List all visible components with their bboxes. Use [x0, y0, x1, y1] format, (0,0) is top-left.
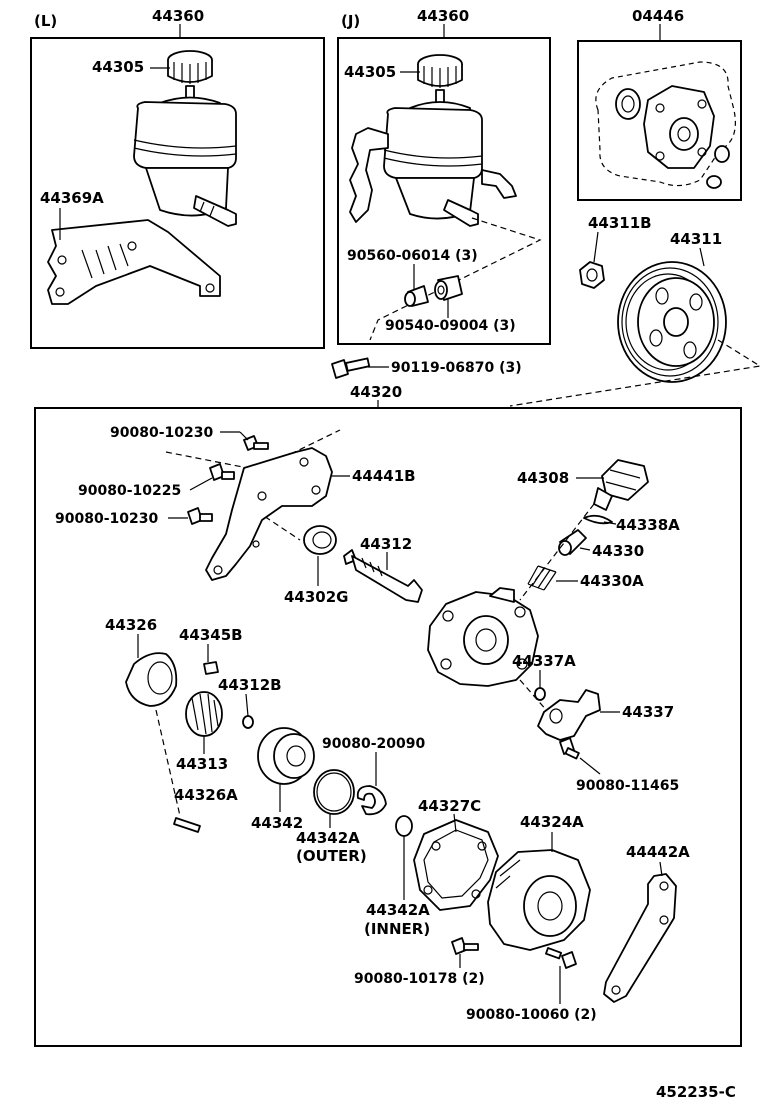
frame-pump-assembly	[34, 407, 742, 1047]
gasket-kit	[595, 61, 736, 189]
label-44338a: 44338A	[616, 516, 680, 534]
label-10178: 90080-10178 (2)	[354, 971, 485, 987]
bolt-10060	[545, 947, 577, 969]
leader-44311b	[593, 231, 599, 263]
reference-code: 452235-C	[656, 1083, 736, 1101]
oring-44338a	[583, 514, 613, 525]
label-10225: 90080-10225	[78, 483, 181, 499]
label-44345b: 44345B	[179, 626, 243, 644]
bolt-10225	[209, 463, 235, 481]
label-44313: 44313	[176, 755, 228, 773]
label-10230a: 90080-10230	[110, 425, 213, 441]
bolt-11465	[559, 737, 580, 760]
vane-44345b	[203, 661, 219, 675]
label-44337a: 44337A	[512, 652, 576, 670]
bolt-10178	[451, 937, 479, 955]
label-cap-j: 44305	[344, 63, 396, 81]
bolt-10230a	[243, 435, 269, 451]
reservoir-l	[133, 50, 237, 227]
oring-outer-inner-edge	[316, 772, 352, 812]
label-11465: 90080-11465	[576, 778, 679, 794]
plate-44342	[257, 727, 315, 785]
label-90540: 90540-09004 (3)	[385, 318, 516, 334]
label-44330a: 44330A	[580, 572, 644, 590]
label-44308: 44308	[517, 469, 569, 487]
dash-fitting	[519, 679, 549, 713]
valve-44330	[558, 529, 587, 556]
snapring-44312b	[242, 715, 254, 729]
label-assy-l: 44360	[152, 7, 204, 25]
union-44308	[593, 459, 649, 511]
label-44342a-outer: 44342A	[296, 829, 360, 847]
label-44330: 44330	[592, 542, 644, 560]
gasket-44327c	[413, 819, 499, 911]
label-44441b: 44441B	[352, 467, 416, 485]
label-pump-assy: 44320	[350, 383, 402, 401]
rotor-44313	[185, 691, 223, 737]
label-outer: (OUTER)	[296, 847, 367, 865]
label-bracket: 44369A	[40, 189, 104, 207]
bracket-l	[47, 219, 221, 305]
ring-44326	[125, 652, 178, 707]
label-44324a: 44324A	[520, 813, 584, 831]
snapring-20090	[356, 785, 387, 816]
label-44327c: 44327C	[418, 797, 481, 815]
frame-variant-l	[30, 37, 325, 349]
nut-44311b	[579, 261, 605, 289]
label-20090: 90080-20090	[322, 736, 425, 752]
fitting-44337	[537, 689, 601, 741]
leader-44330	[579, 547, 591, 551]
leader-44327c	[453, 813, 457, 833]
label-10060: 90080-10060 (2)	[466, 1007, 597, 1023]
variant-j-label: (J)	[341, 12, 360, 30]
variant-l-label: (L)	[34, 12, 57, 30]
label-44312b: 44312B	[218, 676, 282, 694]
pump-body	[427, 587, 539, 687]
grommet-90540	[434, 275, 463, 301]
bracket-44441b	[205, 447, 333, 581]
label-44326: 44326	[105, 616, 157, 634]
cover-44324a	[487, 849, 591, 951]
bolt-90119	[331, 357, 371, 379]
label-44337: 44337	[622, 703, 674, 721]
pin-44326a	[173, 817, 201, 833]
shaft-44312	[343, 549, 423, 603]
dash-pin	[155, 709, 181, 817]
leader-10230a-b	[239, 431, 249, 441]
label-10230b: 90080-10230	[55, 511, 158, 527]
label-44311b: 44311B	[588, 214, 652, 232]
leader-44312b	[245, 693, 249, 717]
label-44342: 44342	[251, 814, 303, 832]
leader-44442a	[659, 861, 663, 877]
leader-11465	[579, 757, 601, 775]
leader-10225	[189, 477, 213, 491]
dash-valve	[519, 503, 595, 601]
label-90560: 90560-06014 (3)	[347, 248, 478, 264]
spring-44330a	[527, 565, 557, 591]
grommet-90560	[404, 285, 429, 307]
oring-outer	[313, 769, 355, 815]
label-inner: (INNER)	[364, 920, 430, 938]
label-44311: 44311	[670, 230, 722, 248]
label-cap-l: 44305	[92, 58, 144, 76]
pulley-44311	[617, 261, 727, 383]
reservoir-j	[349, 54, 517, 227]
label-44342a-inner: 44342A	[366, 901, 430, 919]
label-kit: 04446	[632, 7, 684, 25]
stay-44442a	[603, 873, 677, 1003]
oring-inner	[395, 815, 413, 837]
label-44326a: 44326A	[174, 786, 238, 804]
leader-44311	[699, 247, 705, 267]
label-90119: 90119-06870 (3)	[391, 360, 522, 376]
bolt-10230b	[187, 507, 213, 525]
seal-44302g	[303, 525, 337, 555]
label-44442a: 44442A	[626, 843, 690, 861]
label-44302g: 44302G	[284, 588, 349, 606]
label-assy-j: 44360	[417, 7, 469, 25]
label-44312: 44312	[360, 535, 412, 553]
leader-44338a	[603, 521, 617, 525]
